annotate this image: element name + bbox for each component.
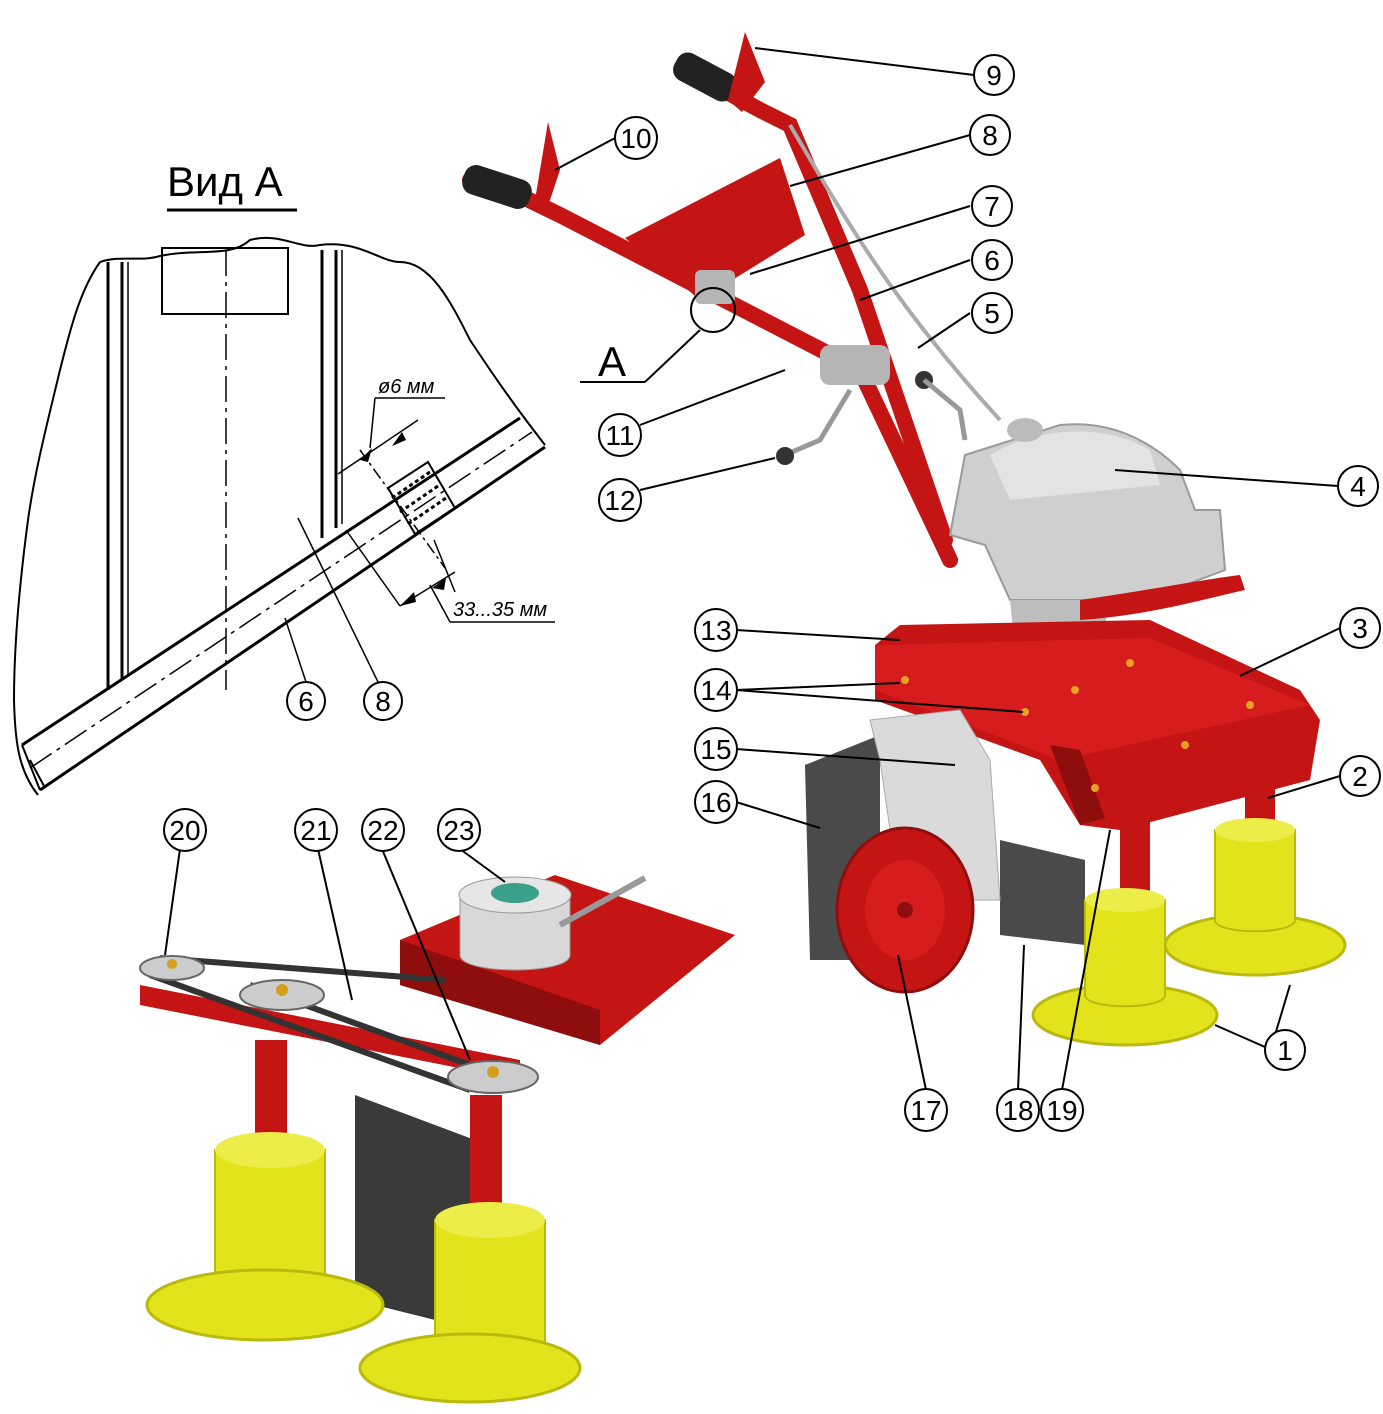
handle-bars — [462, 32, 1002, 568]
svg-text:6: 6 — [298, 686, 314, 717]
svg-text:12: 12 — [604, 485, 635, 516]
svg-text:20: 20 — [169, 815, 200, 846]
callout-17: 17 — [904, 1088, 948, 1132]
dim-diameter-label: ø6 мм — [378, 376, 435, 398]
callout-7: 7 — [971, 185, 1013, 227]
callout-16: 16 — [694, 780, 738, 824]
engine — [948, 418, 1245, 650]
callout-19: 19 — [1040, 1088, 1084, 1132]
callout-21: 21 — [294, 808, 338, 852]
callout-14: 14 — [694, 668, 738, 712]
svg-text:1: 1 — [1277, 1035, 1293, 1066]
view-a-break-outline — [12, 236, 546, 796]
view-a-dim-diameter: ø6 мм — [337, 376, 445, 475]
svg-text:16: 16 — [700, 787, 731, 818]
svg-text:10: 10 — [620, 123, 651, 154]
svg-text:4: 4 — [1350, 471, 1366, 502]
view-a-callout-8 — [363, 681, 403, 721]
view-a-tube — [21, 416, 546, 792]
callout-3: 3 — [1339, 607, 1381, 649]
view-a-marker-label: А — [598, 338, 626, 385]
traction-wheel — [835, 826, 975, 994]
svg-text:19: 19 — [1046, 1095, 1077, 1126]
svg-text:7: 7 — [984, 191, 1000, 222]
svg-text:18: 18 — [1002, 1095, 1033, 1126]
callout-2: 2 — [1339, 755, 1381, 797]
callout-6: 6 — [971, 239, 1013, 281]
machine-main-assembly — [462, 32, 1347, 1047]
cutting-disc-left — [1031, 820, 1219, 1047]
svg-text:5: 5 — [984, 298, 1000, 329]
view-a-dim-length: 33...35 мм — [345, 529, 555, 623]
mower-deck — [875, 620, 1320, 830]
svg-text:17: 17 — [910, 1095, 941, 1126]
callout-9: 9 — [973, 54, 1015, 96]
svg-text:14: 14 — [700, 675, 731, 706]
machine-belt-view — [139, 875, 735, 1404]
view-a-title: Вид А — [167, 158, 283, 205]
svg-text:6: 6 — [984, 245, 1000, 276]
svg-text:21: 21 — [300, 815, 331, 846]
engine-pulley-housing — [458, 875, 647, 971]
view-a-hole — [359, 449, 457, 569]
svg-text:8: 8 — [982, 120, 998, 151]
leader-lines — [164, 47, 1341, 1091]
svg-text:2: 2 — [1352, 761, 1368, 792]
svg-text:8: 8 — [375, 686, 391, 717]
callout-4: 4 — [1337, 465, 1379, 507]
view-a-detail: Вид А — [12, 158, 555, 796]
svg-text:3: 3 — [1352, 613, 1368, 644]
cutting-disc-rear-right — [358, 1202, 582, 1404]
view-a-plate — [106, 247, 343, 690]
svg-text:11: 11 — [605, 420, 634, 451]
svg-text:22: 22 — [367, 815, 398, 846]
view-a-marker: А — [580, 287, 736, 385]
svg-text:23: 23 — [443, 815, 474, 846]
callout-13: 13 — [694, 608, 738, 652]
svg-text:13: 13 — [700, 615, 731, 646]
svg-text:9: 9 — [986, 60, 1002, 91]
callout-20: 20 — [163, 808, 207, 852]
callout-23: 23 — [437, 808, 481, 852]
callout-12: 12 — [598, 478, 642, 522]
callout-10: 10 — [614, 116, 658, 160]
dim-length-label: 33...35 мм — [453, 599, 547, 621]
svg-text:15: 15 — [700, 734, 731, 765]
callouts: 1 2 3 4 5 6 7 8 9 10 11 12 13 14 15 16 1… — [163, 54, 1381, 1132]
callout-18: 18 — [996, 1088, 1040, 1132]
cutting-disc-right — [1163, 770, 1347, 977]
callout-15: 15 — [694, 727, 738, 771]
callout-8: 8 — [969, 114, 1011, 156]
callout-5: 5 — [971, 292, 1013, 334]
callout-1: 1 — [1264, 1029, 1306, 1071]
callout-22: 22 — [361, 808, 405, 852]
callout-11: 11 — [598, 413, 642, 457]
pulleys — [139, 955, 539, 1094]
view-a-callout-6 — [286, 681, 326, 721]
cutting-disc-rear-left — [145, 1132, 385, 1342]
